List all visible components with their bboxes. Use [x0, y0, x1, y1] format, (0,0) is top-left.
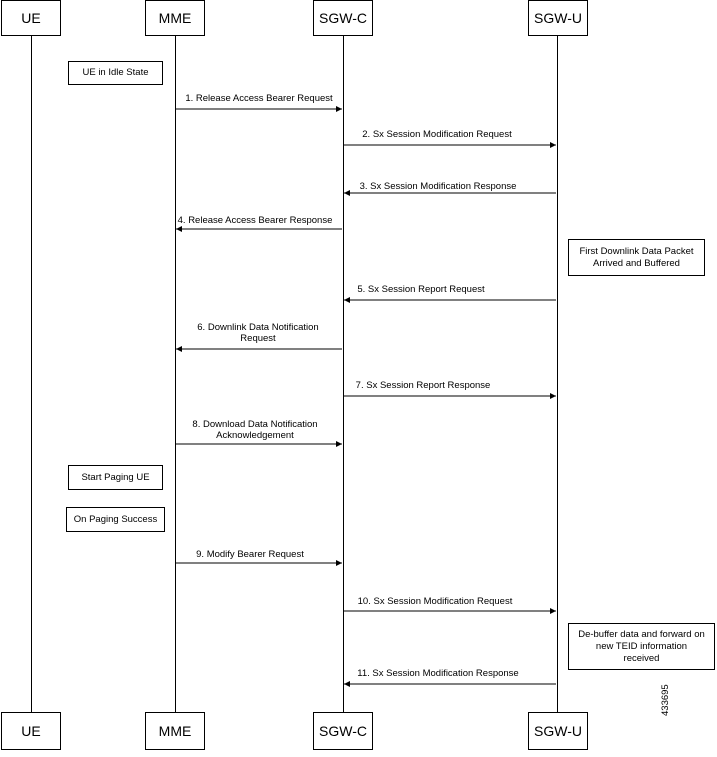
sgw-u-lifeline — [557, 36, 558, 712]
label-msg-1: 1. Release Access Bearer Request — [185, 93, 333, 104]
label-msg-6-line1: 6. Downlink Data Notification — [197, 322, 319, 333]
note-first-downlink-packet-line2: Arrived and Buffered — [593, 257, 680, 269]
label-msg-9: 9. Modify Bearer Request — [196, 549, 304, 560]
entity-sgw-u-top: SGW-U — [528, 0, 588, 36]
ue-lifeline — [31, 36, 32, 712]
label-msg-2: 2. Sx Session Modification Request — [362, 129, 512, 140]
note-ue-idle-state: UE in Idle State — [68, 61, 163, 85]
note-debuffer-data: De-buffer data and forward on new TEID i… — [568, 623, 715, 670]
label-msg-3: 3. Sx Session Modification Response — [359, 181, 517, 192]
note-start-paging-ue: Start Paging UE — [68, 465, 163, 490]
label-msg-8-line1: 8. Download Data Notification — [192, 419, 318, 430]
note-on-paging-success-text: On Paging Success — [73, 513, 158, 525]
entity-sgw-c-top: SGW-C — [313, 0, 373, 36]
label-msg-8: 8. Download Data Notification Acknowledg… — [192, 419, 317, 441]
label-msg-6-line2: Request — [240, 333, 276, 344]
label-msg-4: 4. Release Access Bearer Response — [177, 215, 333, 226]
label-msg-11: 11. Sx Session Modification Response — [357, 668, 519, 679]
note-on-paging-success: On Paging Success — [66, 507, 165, 532]
note-start-paging-ue-text: Start Paging UE — [81, 471, 150, 483]
label-msg-10: 10. Sx Session Modification Request — [357, 596, 513, 607]
label-msg-7: 7. Sx Session Report Response — [355, 380, 491, 391]
sgw-c-lifeline — [343, 36, 344, 712]
label-msg-5: 5. Sx Session Report Request — [357, 284, 485, 295]
entity-mme-bottom: MME — [145, 712, 205, 750]
note-debuffer-data-line2: new TEID information — [595, 640, 688, 652]
entity-mme-top: MME — [145, 0, 205, 36]
note-first-downlink-packet-line1: First Downlink Data Packet — [579, 245, 694, 257]
note-first-downlink-packet: First Downlink Data Packet Arrived and B… — [568, 239, 705, 276]
entity-ue-bottom: UE — [1, 712, 61, 750]
note-first-downlink-packet-text: First Downlink Data Packet Arrived and B… — [579, 246, 693, 270]
note-debuffer-data-text: De-buffer data and forward on new TEID i… — [578, 629, 705, 665]
entity-ue-top: UE — [1, 0, 61, 36]
label-msg-8-line2: Acknowledgement — [216, 430, 294, 441]
entity-sgw-u-bottom: SGW-U — [528, 712, 588, 750]
entity-sgw-c-bottom: SGW-C — [313, 712, 373, 750]
mme-lifeline — [175, 36, 176, 712]
label-msg-6: 6. Downlink Data Notification Request — [197, 322, 318, 344]
note-debuffer-data-line1: De-buffer data and forward on — [578, 628, 705, 640]
note-debuffer-data-line3: received — [623, 652, 660, 664]
figure-id: 433695 — [660, 684, 671, 716]
note-ue-idle-state-text: UE in Idle State — [82, 67, 149, 78]
